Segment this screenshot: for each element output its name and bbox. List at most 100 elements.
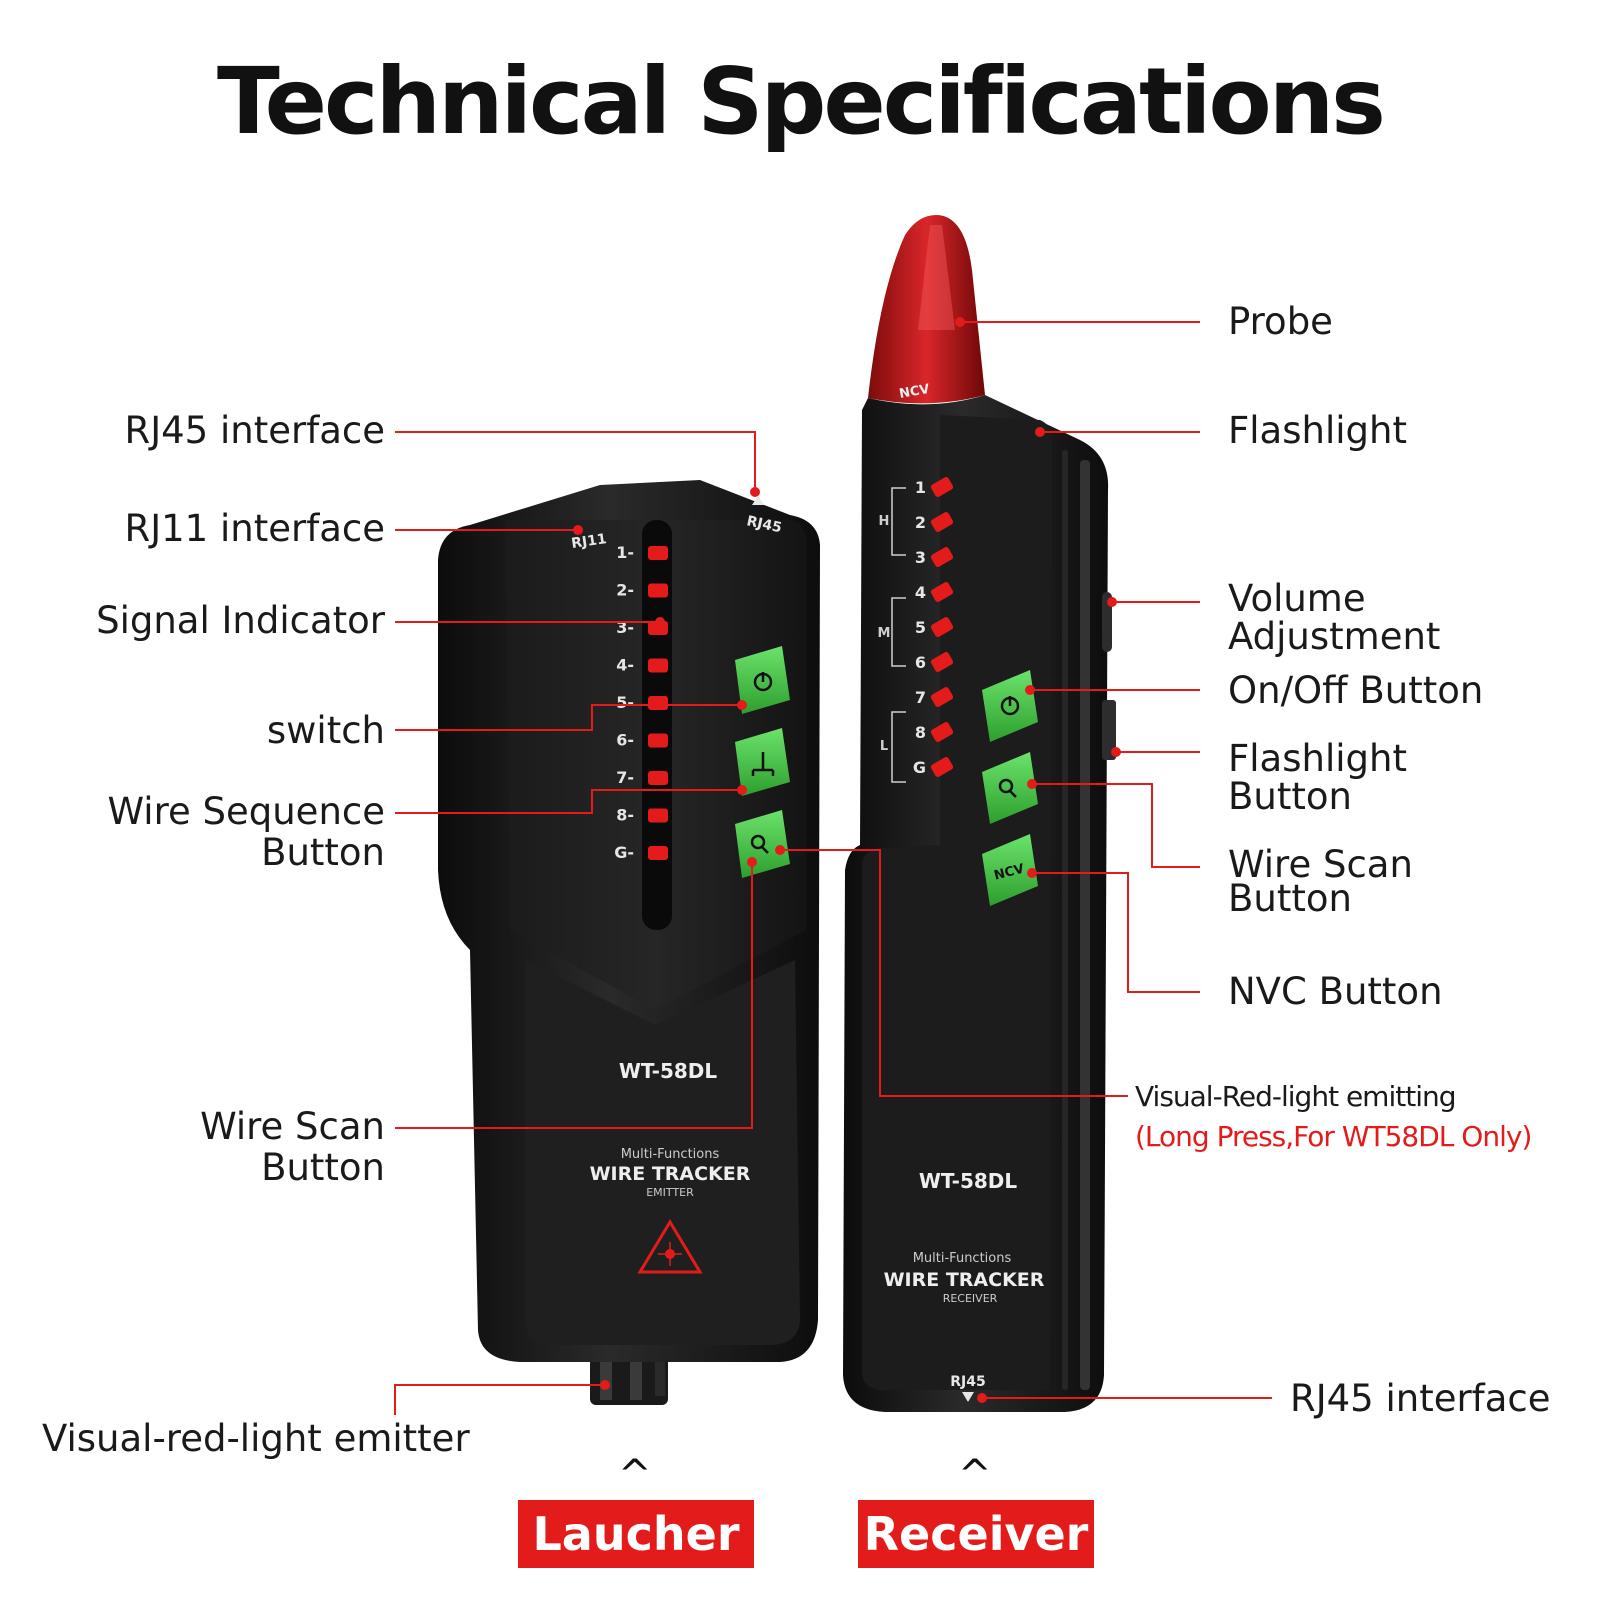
label-probe: Probe (1228, 300, 1333, 343)
receiver-led-label: 1 (915, 478, 926, 497)
label-on-off-button: On/Off Button (1228, 669, 1484, 712)
label-rj45-interface-bottom: RJ45 interface (1290, 1377, 1551, 1420)
label-wire-sequence-line2: Button (261, 831, 385, 874)
search-icon (998, 778, 1014, 794)
emitter-bottom-panel (525, 960, 800, 1345)
label-wire-sequence-line1: Wire Sequence (107, 790, 385, 833)
receiver-group-label: H (879, 514, 890, 529)
emitter-model-label: WT-58DL (619, 1059, 717, 1083)
callout-dots (573, 317, 1121, 1403)
label-wire-scan-line1: Wire Scan (200, 1105, 385, 1148)
receiver-volume-wheel[interactable] (1102, 592, 1112, 652)
page-title: Technical Specifications (217, 48, 1386, 155)
receiver-brand-role: RECEIVER (943, 1292, 998, 1305)
receiver-led-label: 2 (915, 513, 926, 532)
receiver-led-label: 7 (915, 688, 926, 707)
label-volume-line2: Adjustment (1228, 615, 1441, 658)
emitter-led-label: 1- (616, 543, 634, 562)
receiver-caret: ^ (958, 1452, 992, 1498)
emitter-device: RJ11 RJ45 1-2-3-4-5-6-7-8-G- (438, 480, 820, 1405)
receiver-probe-tag: NCV (898, 382, 931, 402)
receiver-led-label: 8 (915, 723, 926, 742)
receiver-brand-sub: Multi-Functions (913, 1251, 1012, 1266)
receiver-brand-name: WIRE TRACKER (884, 1269, 1045, 1291)
receiver-signal-led (930, 512, 954, 532)
label-volume-line1: Volume (1228, 577, 1366, 620)
emitter-led-label: 7- (616, 768, 634, 787)
emitter-signal-led (648, 771, 668, 785)
receiver-ncv-button-label: NCV (993, 862, 1026, 884)
receiver-ncv-button[interactable]: NCV (982, 834, 1038, 906)
label-wire-scan-line1-right: Wire Scan (1228, 843, 1413, 886)
emitter-signal-led (648, 546, 668, 560)
label-switch: switch (266, 709, 385, 752)
emitter-signal-led (648, 733, 668, 748)
receiver-signal-led (930, 582, 954, 602)
emitter-led-label: 4- (616, 656, 634, 675)
label-flashlight: Flashlight (1228, 409, 1407, 452)
emitter-signal-led (648, 658, 668, 673)
receiver-signal-led (930, 547, 954, 567)
receiver-flashlight-switch[interactable] (1102, 700, 1116, 760)
emitter-signal-led (648, 583, 668, 598)
receiver-led-label: 5 (915, 618, 926, 637)
label-signal-indicator: Signal Indicator (96, 599, 385, 642)
network-icon (751, 752, 775, 776)
label-long-press-note: (Long Press,For WT58DL Only) (1135, 1120, 1532, 1153)
emitter-rj11-port-label: RJ11 (570, 531, 607, 552)
emitter-led-label: G- (614, 843, 634, 862)
receiver-on-off-button[interactable] (982, 670, 1038, 742)
receiver-signal-led (930, 687, 954, 707)
label-visual-red-light-emitter: Visual-red-light emitter (42, 1417, 470, 1460)
receiver-led-label: 3 (915, 548, 926, 567)
receiver-group-labels: H M L (878, 514, 891, 754)
receiver-signal-led (930, 652, 954, 672)
receiver-probe (868, 215, 985, 404)
receiver-signal-led (930, 477, 954, 497)
emitter-led-channel (642, 520, 672, 930)
receiver-tag: Receiver (858, 1500, 1094, 1568)
callout-lines (394, 321, 1272, 1415)
receiver-led-label: 6 (915, 653, 926, 672)
emitter-signal-leds: 1- 2- 3- 4- 5- 6- 7- 8- G- (614, 543, 668, 862)
emitter-led-label: 8- (616, 806, 634, 825)
emitter-led-label: 2- (616, 581, 634, 600)
label-wire-scan-line2: Button (261, 1146, 385, 1189)
label-visual-red-light-emitting: Visual-Red-light emitting (1135, 1080, 1456, 1113)
receiver-signal-led (930, 722, 954, 742)
launcher-tag: Laucher (518, 1500, 754, 1568)
label-nvc-button: NVC Button (1228, 970, 1443, 1013)
emitter-wire-sequence-button[interactable] (735, 728, 790, 796)
label-rj45-interface: RJ45 interface (124, 409, 385, 452)
emitter-led-label: 6- (616, 731, 634, 750)
receiver-model-label: WT-58DL (919, 1169, 1017, 1193)
receiver-rj45-port-label: RJ45 (950, 1374, 985, 1390)
laser-warning-icon (637, 1219, 703, 1274)
receiver-group-label: L (880, 739, 888, 754)
receiver-wire-scan-button[interactable] (982, 752, 1038, 824)
label-wire-scan-line2-right: Button (1228, 877, 1352, 920)
label-rj11-interface: RJ11 interface (124, 507, 385, 550)
emitter-brand-sub: Multi-Functions (621, 1147, 720, 1162)
search-icon (750, 834, 766, 850)
launcher-caret: ^ (618, 1452, 652, 1498)
emitter-switch-button[interactable] (735, 646, 790, 714)
receiver-signal-led (930, 617, 954, 637)
receiver-signal-led (930, 757, 954, 777)
receiver-face-panel (862, 415, 1052, 1390)
receiver-led-label: 4 (915, 583, 926, 602)
emitter-signal-led (648, 808, 668, 823)
receiver-group-label: M (878, 626, 891, 641)
label-flashlight-button-line1: Flashlight (1228, 737, 1407, 780)
emitter-brand-name: WIRE TRACKER (590, 1163, 751, 1185)
receiver-rj45-arrow-icon (962, 1392, 974, 1402)
emitter-signal-led (648, 696, 668, 710)
emitter-brand-role: EMITTER (646, 1186, 694, 1199)
emitter-led-label: 3- (616, 618, 634, 637)
emitter-led-label: 5- (616, 693, 634, 712)
receiver-group-brackets (891, 487, 906, 783)
